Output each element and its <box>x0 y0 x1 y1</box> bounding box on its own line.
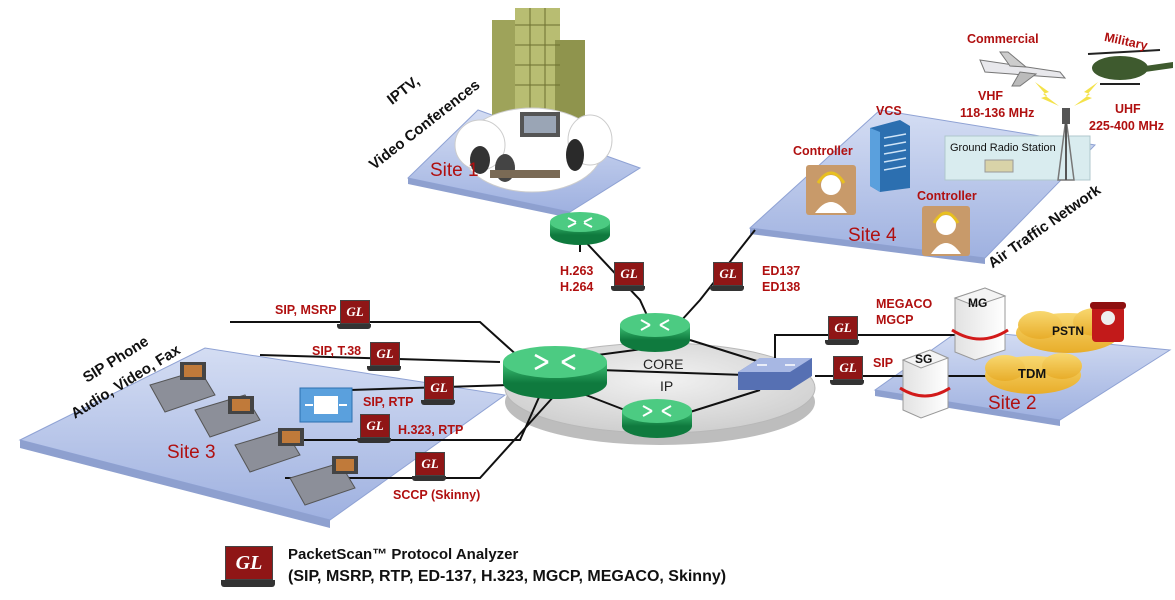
h263-label: H.263 <box>560 264 594 278</box>
lightning-bolt-icons <box>1035 82 1098 106</box>
vhf-freq-label: 118-136 MHz <box>960 106 1035 120</box>
site4-label: Site 4 <box>848 225 897 246</box>
site3-label: Site 3 <box>167 442 216 463</box>
sip-t38-label: SIP, T.38 <box>312 344 362 358</box>
gl-logo-icon: GL <box>415 452 445 476</box>
signaling-gateway-sg <box>899 349 951 419</box>
ip-phone-4 <box>289 456 358 506</box>
office-building <box>492 8 585 120</box>
gl-logo-icon: GL <box>424 376 454 400</box>
controller-label-1: Controller <box>793 144 853 158</box>
commercial-label: Commercial <box>967 32 1039 46</box>
h323-rtp-label: H.323, RTP <box>398 423 464 437</box>
gl-analyzer-sccp[interactable]: GL <box>412 452 446 484</box>
core-label: CORE <box>643 356 684 372</box>
gl-analyzer-h263[interactable]: GL <box>611 262 645 294</box>
h264-label: H.264 <box>560 280 594 294</box>
gl-analyzer-sip-site2[interactable]: GL <box>830 356 864 388</box>
ed138-label: ED138 <box>762 280 801 294</box>
video-conference-cloud <box>454 107 613 193</box>
gl-logo-icon: GL <box>370 342 400 366</box>
vcs-server-icon <box>870 120 910 192</box>
gl-analyzer-sip-t38[interactable]: GL <box>367 342 401 374</box>
gl-logo-icon: GL <box>340 300 370 324</box>
sip-site2-label: SIP <box>873 356 894 370</box>
legend-title: PacketScan™ Protocol Analyzer <box>288 546 519 563</box>
gl-logo-icon: GL <box>833 356 863 380</box>
gl-logo-icon: GL <box>360 414 390 438</box>
legend-gl-icon: GL <box>221 546 275 588</box>
pstn-label: PSTN <box>1052 324 1085 338</box>
telephone-icon <box>1090 302 1126 342</box>
uhf-label: UHF <box>1115 102 1141 116</box>
legend-protocols: (SIP, MSRP, RTP, ED-137, H.323, MGCP, ME… <box>288 568 727 585</box>
media-gateway-mg <box>951 287 1009 361</box>
sip-msrp-label: SIP, MSRP <box>275 303 337 317</box>
vhf-label: VHF <box>978 89 1003 103</box>
tdm-label: TDM <box>1018 366 1047 381</box>
sip-rtp-label: SIP, RTP <box>363 395 414 409</box>
gl-logo-icon: GL <box>225 546 273 580</box>
gl-analyzer-h323-rtp[interactable]: GL <box>357 414 391 446</box>
ip-label: IP <box>660 378 674 394</box>
router-core-bottom <box>622 399 692 438</box>
ip-phone-2 <box>194 394 261 438</box>
mgcp-label: MGCP <box>876 313 914 327</box>
sg-label: SG <box>915 352 933 366</box>
ground-radio-station-label: Ground Radio Station <box>950 142 1056 154</box>
site1-label: Site 1 <box>430 160 479 181</box>
site2-label: Site 2 <box>988 393 1037 414</box>
megaco-label: MEGACO <box>876 297 933 311</box>
tdm-cloud <box>985 353 1082 394</box>
radio-tower-icon <box>1057 108 1075 181</box>
mg-label: MG <box>968 296 988 310</box>
helicopter-icon <box>1087 49 1173 85</box>
ip-phone-3 <box>234 428 304 473</box>
voice-gateway-icon <box>299 387 353 423</box>
uhf-freq-label: 225-400 MHz <box>1089 119 1165 133</box>
gl-analyzer-sip-rtp[interactable]: GL <box>421 376 455 408</box>
gl-analyzer-ed137[interactable]: GL <box>710 262 744 294</box>
router-site1 <box>550 212 610 245</box>
gl-analyzer-sip-msrp[interactable]: GL <box>337 300 371 332</box>
gl-logo-icon: GL <box>614 262 644 286</box>
airplane-icon <box>979 51 1067 87</box>
gl-logo-icon: GL <box>828 316 858 340</box>
gl-analyzer-megaco[interactable]: GL <box>825 316 859 348</box>
core-switch <box>738 358 812 390</box>
controller-label-2: Controller <box>917 189 977 203</box>
router-core-main <box>503 346 607 399</box>
sccp-label: SCCP (Skinny) <box>393 488 481 502</box>
router-core-top <box>620 313 690 352</box>
controller-icon-1 <box>806 165 856 215</box>
vcs-label: VCS <box>876 104 902 118</box>
controller-icon-2 <box>922 206 970 256</box>
gl-logo-icon: GL <box>713 262 743 286</box>
ip-phone-1 <box>149 362 216 413</box>
ed137-label: ED137 <box>762 264 801 278</box>
